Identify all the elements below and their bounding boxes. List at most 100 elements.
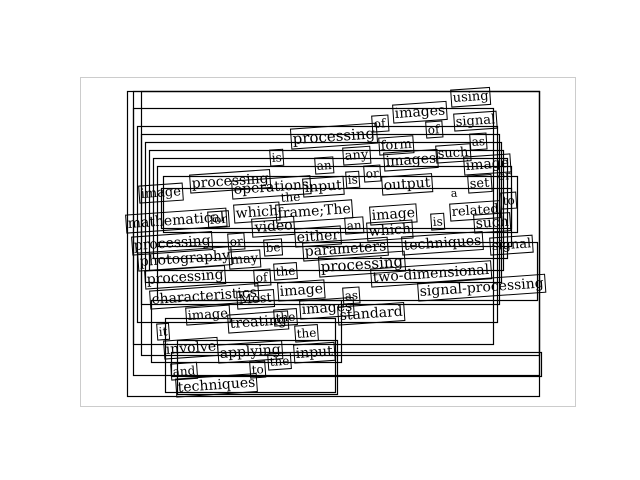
word-label: such <box>475 214 509 232</box>
word-box <box>233 201 281 224</box>
word-label: set <box>469 176 490 192</box>
word-label: form <box>380 137 412 154</box>
word-item: set <box>467 173 493 194</box>
word-item: parameters <box>302 236 389 262</box>
word-box <box>500 191 518 210</box>
word-box <box>263 238 284 257</box>
word-label: treating <box>229 312 287 332</box>
word-label: techniques <box>403 233 482 254</box>
word-label: an <box>346 218 362 233</box>
word-item: a <box>450 187 458 200</box>
word-item: the <box>267 352 292 371</box>
word-label: the <box>296 326 317 341</box>
word-box <box>369 203 418 226</box>
word-item: which <box>233 201 281 224</box>
word-label: the <box>280 190 301 205</box>
word-box <box>231 175 312 200</box>
word-item: techniques <box>401 230 484 256</box>
word-label: output <box>383 175 431 194</box>
word-box <box>435 143 472 164</box>
word-item: processing <box>131 231 214 256</box>
word-box <box>401 230 484 256</box>
word-label: processing <box>320 252 404 276</box>
word-box <box>294 225 342 248</box>
word-box <box>131 231 214 256</box>
word-label: related <box>451 202 499 220</box>
word-item: image <box>277 279 326 302</box>
word-label: image <box>187 306 229 324</box>
word-box <box>473 212 512 234</box>
word-item: input <box>293 341 336 364</box>
word-item: is <box>345 170 361 189</box>
word-item: mathematical <box>125 207 228 234</box>
word-box <box>217 340 284 364</box>
word-item: of <box>425 120 444 139</box>
word-label: applying <box>219 342 281 362</box>
word-box <box>345 170 361 189</box>
word-label: processing <box>292 124 376 148</box>
word-label: signal <box>455 112 495 130</box>
word-box <box>430 212 446 231</box>
word-item: image <box>369 203 418 226</box>
outline-rectangle <box>148 149 505 272</box>
word-label: characteristics <box>151 285 257 308</box>
word-item: be <box>263 238 284 257</box>
word-label: photography <box>139 248 230 270</box>
word-box <box>253 268 272 287</box>
word-item: operations <box>231 175 312 200</box>
word-label: mathematical <box>127 209 225 232</box>
word-label: a <box>450 187 458 200</box>
word-label: is <box>432 214 443 229</box>
word-label: the <box>275 264 296 279</box>
word-box <box>417 273 547 302</box>
word-label: as <box>471 134 485 149</box>
word-box <box>363 164 382 183</box>
word-label: the <box>275 310 296 325</box>
word-label: may <box>230 251 259 268</box>
word-box <box>366 219 414 242</box>
word-box <box>467 173 493 194</box>
word-box <box>277 279 326 302</box>
word-item: the <box>273 308 298 327</box>
word-label: images <box>301 299 353 318</box>
word-label: to <box>502 193 515 208</box>
word-item: treating <box>227 310 290 334</box>
word-label: it <box>158 324 168 339</box>
word-box <box>207 210 230 229</box>
word-item: characteristics <box>149 283 260 310</box>
word-box <box>371 114 390 133</box>
word-label: input <box>295 343 333 362</box>
word-label: or <box>497 168 511 183</box>
word-item: of <box>253 268 272 287</box>
word-box <box>378 135 415 156</box>
word-item: the <box>273 262 298 281</box>
outline-rectangle <box>164 317 337 394</box>
word-item: may <box>228 249 262 270</box>
word-item: to <box>500 191 518 210</box>
word-label: images <box>385 151 437 170</box>
word-box <box>227 232 246 251</box>
word-box <box>275 199 354 224</box>
word-box <box>267 352 292 371</box>
word-box <box>273 262 298 281</box>
outline-rectangle <box>156 241 539 302</box>
word-item: or <box>363 164 382 183</box>
outline-rectangle <box>140 133 501 306</box>
word-item: image <box>463 153 512 176</box>
word-item: which <box>366 219 414 242</box>
word-item: signal <box>489 234 534 256</box>
word-box <box>227 310 290 334</box>
word-item: image <box>138 182 184 204</box>
word-box <box>251 215 296 238</box>
word-box <box>249 360 267 379</box>
word-box <box>469 132 488 151</box>
word-box <box>342 145 372 166</box>
word-label: operations <box>233 177 309 198</box>
word-box <box>289 122 379 150</box>
word-box <box>450 86 492 108</box>
word-item: images <box>383 148 439 172</box>
word-box <box>228 249 262 270</box>
word-label: processing <box>146 267 224 288</box>
word-box <box>293 341 336 364</box>
word-label: such <box>437 145 469 162</box>
